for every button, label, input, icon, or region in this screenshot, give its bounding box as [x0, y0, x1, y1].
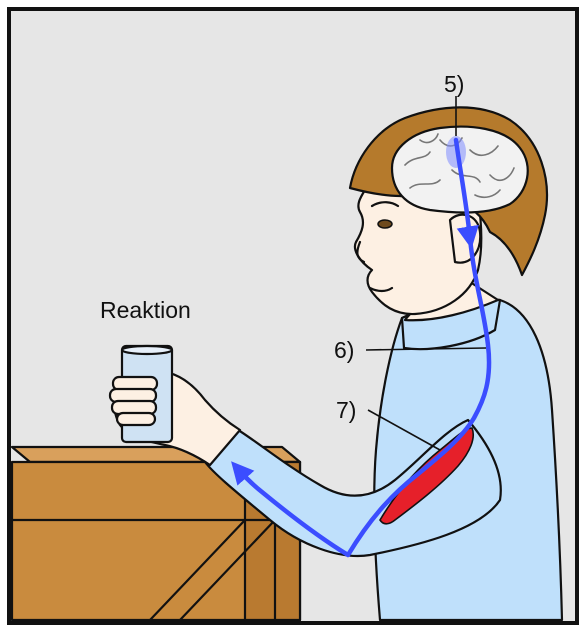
- nerve-arrow-brain-down: [468, 228, 470, 240]
- label-brain: 5): [444, 71, 464, 97]
- eye: [378, 220, 392, 228]
- label-muscle: 7): [336, 397, 356, 423]
- label-nerve: 6): [334, 337, 354, 363]
- ear: [450, 215, 480, 263]
- diagram-title: Reaktion: [100, 297, 191, 323]
- fingers: [110, 377, 157, 425]
